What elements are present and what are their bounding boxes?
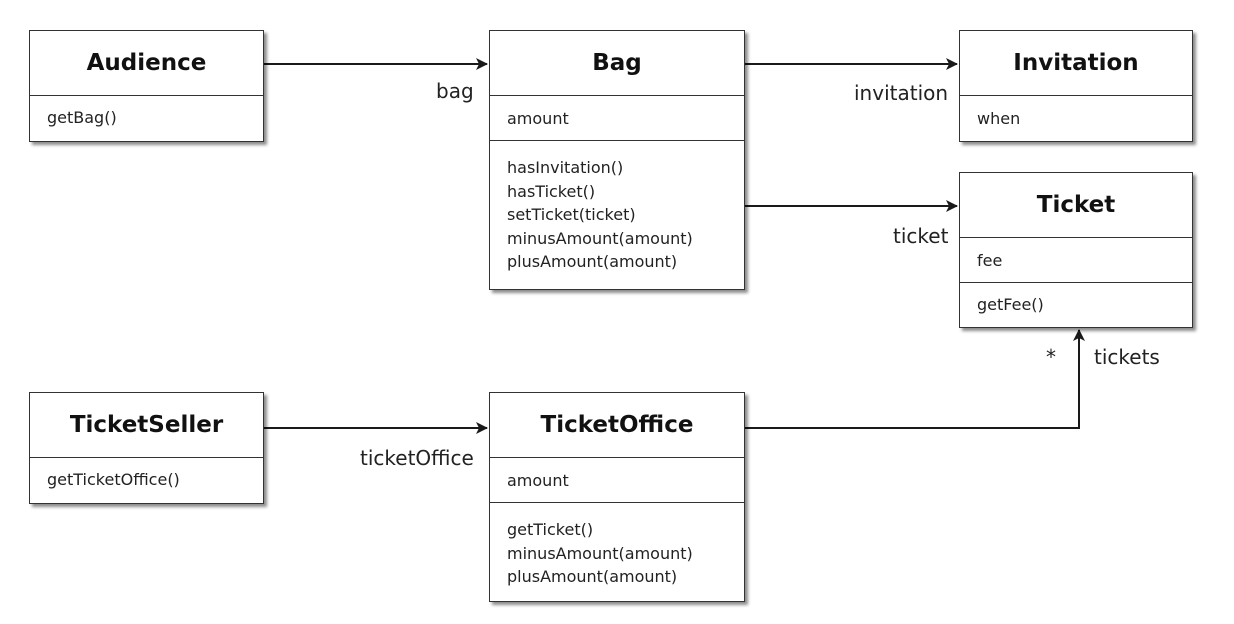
operation: minusAmount(amount) xyxy=(507,228,693,248)
attribute: fee xyxy=(977,250,1003,270)
attribute: amount xyxy=(507,470,569,490)
operation: hasInvitation() xyxy=(507,158,624,177)
class-operations: getFee() xyxy=(960,282,1192,325)
class-ticketoffice: TicketOffice amount getTicket() minusAmo… xyxy=(489,392,745,602)
class-attributes: amount xyxy=(490,95,744,140)
attribute: amount xyxy=(507,108,569,128)
attribute: when xyxy=(977,108,1021,128)
class-invitation: Invitation when xyxy=(959,30,1193,142)
class-operations: getBag() xyxy=(30,95,263,138)
class-ticketseller: TicketSeller getTicketOffice() xyxy=(29,392,264,504)
class-bag: Bag amount hasInvitation() hasTicket() s… xyxy=(489,30,745,290)
operation: setTicket(ticket) xyxy=(507,205,636,224)
class-attributes: when xyxy=(960,95,1192,140)
class-operations: getTicketOffice() xyxy=(30,457,263,500)
class-name: TicketSeller xyxy=(69,412,224,438)
class-attributes: fee xyxy=(960,237,1192,282)
role-label-tickets: tickets xyxy=(1094,345,1160,369)
operation: getFee() xyxy=(977,295,1044,314)
class-name: Bag xyxy=(592,50,642,76)
operation: getTicket() xyxy=(507,520,594,539)
operation: hasTicket() xyxy=(507,181,596,201)
class-name: Invitation xyxy=(1013,50,1139,76)
class-audience: Audience getBag() xyxy=(29,30,264,142)
operation: getBag() xyxy=(47,108,117,127)
class-name: Ticket xyxy=(1036,192,1116,218)
role-label-ticketoffice: ticketOffice xyxy=(360,446,474,470)
operation: getTicketOffice() xyxy=(47,470,180,489)
role-label-invitation: invitation xyxy=(854,81,949,105)
role-label-bag: bag xyxy=(436,79,474,103)
operation: plusAmount(amount) xyxy=(507,567,678,586)
class-operations: hasInvitation() hasTicket() setTicket(ti… xyxy=(490,140,744,285)
multiplicity-label: * xyxy=(1046,345,1056,369)
operation: plusAmount(amount) xyxy=(507,252,678,271)
operation: minusAmount(amount) xyxy=(507,543,693,563)
class-name: Audience xyxy=(86,50,207,76)
role-label-ticket: ticket xyxy=(893,224,949,248)
class-operations: getTicket() minusAmount(amount) plusAmou… xyxy=(490,502,744,600)
class-attributes: amount xyxy=(490,457,744,502)
association-ticketoffice-ticket xyxy=(745,329,1085,429)
class-name: TicketOffice xyxy=(540,412,694,438)
class-ticket: Ticket fee getFee() xyxy=(959,172,1193,328)
